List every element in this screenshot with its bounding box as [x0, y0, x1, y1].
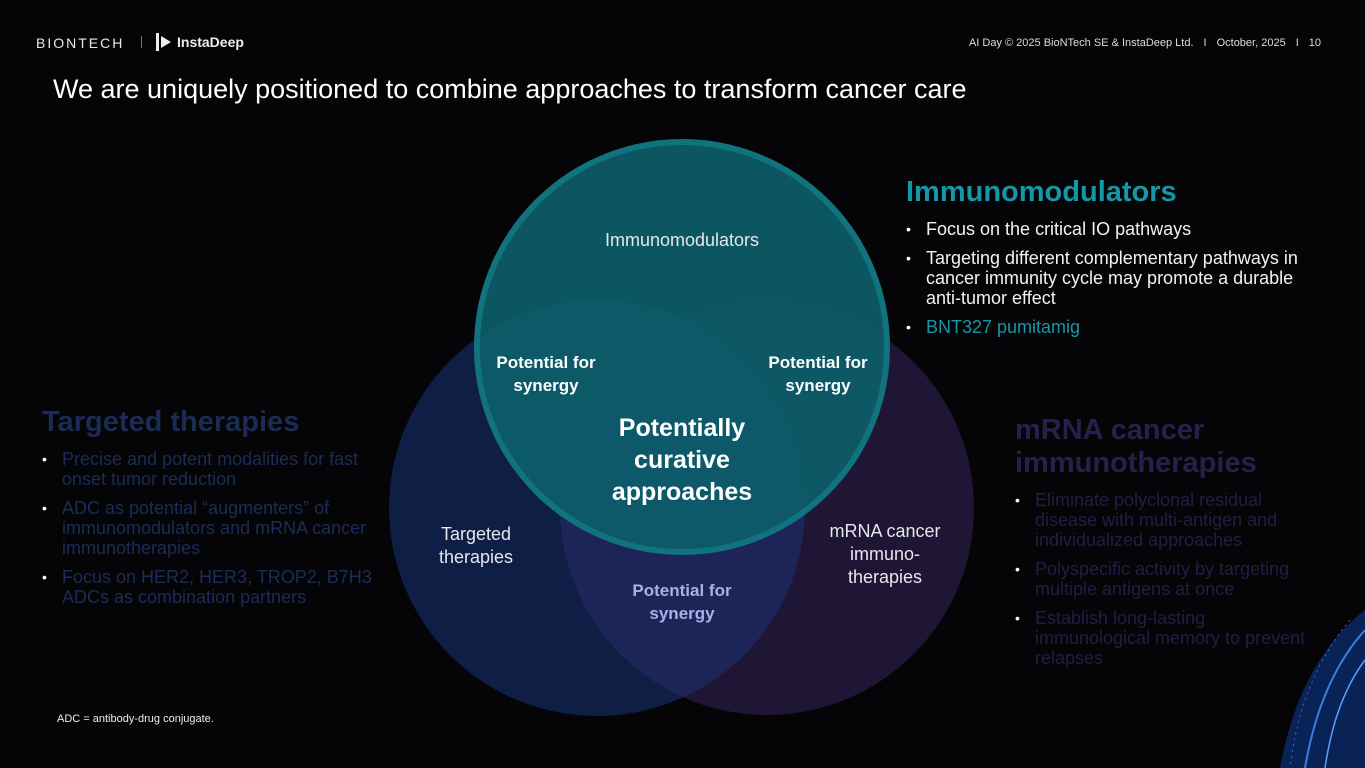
instadeep-icon [156, 33, 171, 51]
targeted-heading: Targeted therapies [42, 406, 300, 438]
venn-label-immunomodulators: Immunomodulators [604, 230, 760, 250]
logo-divider [141, 36, 142, 48]
label-line: Targeted [440, 524, 512, 544]
label-line: curative [634, 446, 730, 474]
bullet-item: Eliminate polyclonal residual disease wi… [1015, 490, 1325, 550]
venn-synergy-bottom: Potential for synergy [632, 579, 731, 625]
mrna-heading: mRNA cancer immunotherapies [1015, 414, 1257, 479]
label-line: immuno- [849, 544, 921, 564]
bullet-item: Targeting different complementary pathwa… [906, 248, 1326, 308]
page-number: 10 [1308, 37, 1321, 49]
label-line: synergy [785, 376, 851, 395]
decorative-sphere [1280, 610, 1365, 768]
copyright: AI Day © 2025 BioNTech SE & InstaDeep Lt… [968, 37, 1194, 49]
label-line: therapies [438, 547, 514, 567]
targeted-therapies-panel: Targeted therapies Precise and potent mo… [42, 406, 382, 616]
bullet-item-highlight: BNT327 pumitamig [906, 317, 1326, 337]
bullet-item: Precise and potent modalities for fast o… [42, 449, 382, 489]
instadeep-logo: InstaDeep [156, 33, 244, 51]
header-meta: AI Day © 2025 BioNTech SE & InstaDeep Lt… [969, 37, 1321, 49]
bullet-item: Focus on the critical IO pathways [906, 219, 1326, 239]
venn-synergy-right: Potential for synergy [768, 351, 867, 397]
venn-label-mrna: mRNA cancer immuno- therapies [829, 520, 940, 589]
label-line: synergy [649, 604, 715, 623]
label-line: synergy [513, 376, 579, 395]
label-line: approaches [611, 478, 753, 506]
label-line: Potentially [618, 414, 746, 442]
venn-circle-immunomodulators [474, 139, 890, 555]
label-line: Potential for [496, 353, 596, 372]
date: October, 2025 [1216, 37, 1286, 49]
page-title: We are uniquely positioned to combine ap… [53, 74, 967, 104]
bullet-item: Polyspecific activity by targeting multi… [1015, 559, 1325, 599]
venn-center-label: Potentially curative approaches [612, 412, 752, 508]
label-line: mRNA cancer [829, 521, 941, 541]
venn-label-targeted: Targeted therapies [439, 523, 513, 569]
label-line: Potential for [632, 581, 732, 600]
immunomodulators-panel: Immunomodulators Focus on the critical I… [906, 176, 1326, 346]
instadeep-logo-text: InstaDeep [177, 34, 244, 50]
bullet-item: Focus on HER2, HER3, TROP2, B7H3 ADCs as… [42, 567, 382, 607]
immunomodulators-heading: Immunomodulators [906, 176, 1177, 208]
venn-synergy-left: Potential for synergy [496, 351, 595, 397]
mrna-panel: mRNA cancer immunotherapies Eliminate po… [1015, 414, 1325, 677]
bullet-item: Establish long-lasting immunological mem… [1015, 608, 1325, 668]
separator: I [1295, 37, 1299, 49]
separator: I [1203, 37, 1207, 49]
footnote: ADC = antibody-drug conjugate. [57, 713, 214, 725]
label-line: therapies [847, 567, 923, 587]
label-line: Potential for [768, 353, 868, 372]
biontech-logo: BIONTECH [36, 35, 125, 51]
bullet-item: ADC as potential “augmenters” of immunom… [42, 498, 382, 558]
